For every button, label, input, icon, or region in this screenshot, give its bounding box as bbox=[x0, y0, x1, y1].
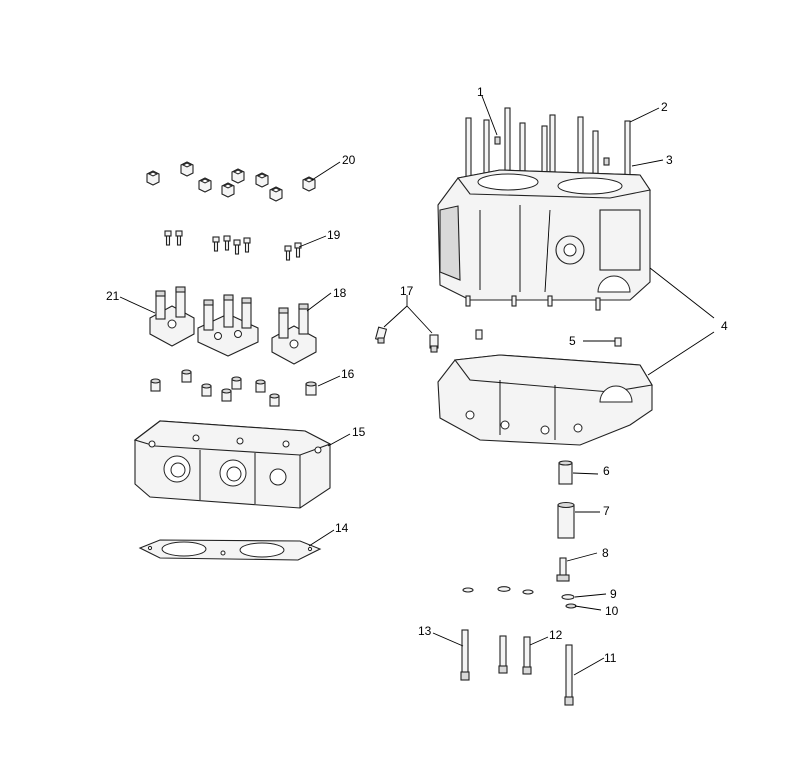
callout-19: 19 bbox=[327, 228, 341, 242]
callout-15: 15 bbox=[352, 425, 366, 439]
callout-21: 21 bbox=[106, 289, 120, 303]
washers-group-9-10 bbox=[462, 586, 577, 609]
tappet bbox=[269, 393, 280, 407]
sleeve-6 bbox=[558, 460, 573, 485]
tappet bbox=[231, 376, 242, 390]
bolt bbox=[284, 245, 292, 261]
bolt-12b bbox=[522, 636, 532, 675]
tappet bbox=[255, 379, 266, 393]
cylinder-head-15 bbox=[133, 420, 332, 509]
bolt-12a bbox=[498, 635, 508, 674]
callout-14: 14 bbox=[335, 521, 349, 535]
small-bolts-group-19 bbox=[164, 230, 302, 261]
callout-1: 1 bbox=[477, 85, 484, 99]
callout-12: 12 bbox=[549, 628, 563, 642]
nut bbox=[231, 168, 245, 184]
callout-8: 8 bbox=[602, 546, 609, 560]
dowels-group-5 bbox=[475, 329, 622, 347]
tappet bbox=[181, 369, 192, 383]
bolt bbox=[243, 237, 251, 253]
bolt bbox=[175, 230, 183, 246]
callout-5: 5 bbox=[569, 334, 576, 348]
callout-4: 4 bbox=[721, 319, 728, 333]
callout-9: 9 bbox=[610, 587, 617, 601]
long-bolts-group-11-12-13 bbox=[460, 629, 574, 706]
callout-17: 17 bbox=[400, 284, 414, 298]
callout-6: 6 bbox=[603, 464, 610, 478]
sensor bbox=[374, 326, 388, 344]
tappet bbox=[221, 388, 232, 402]
cam-carrier-right bbox=[271, 303, 317, 365]
cam-carriers-group-18-21 bbox=[149, 286, 317, 365]
callout-13: 13 bbox=[418, 624, 432, 638]
nut bbox=[180, 161, 194, 177]
nut bbox=[146, 170, 160, 186]
nut bbox=[255, 172, 269, 188]
nut bbox=[302, 176, 316, 192]
studs-group-1-2-3 bbox=[465, 107, 631, 199]
callout-16: 16 bbox=[341, 367, 355, 381]
callout-20: 20 bbox=[342, 153, 356, 167]
bolt-8 bbox=[556, 557, 570, 582]
bolt-11 bbox=[564, 644, 574, 706]
bolt bbox=[233, 239, 241, 255]
tappet bbox=[201, 383, 212, 397]
callout-10: 10 bbox=[605, 604, 619, 618]
cam-carrier-middle bbox=[197, 294, 259, 357]
sensor bbox=[429, 334, 439, 353]
bolt bbox=[212, 236, 220, 252]
cam-carrier-left bbox=[149, 286, 195, 347]
lower-crankcase-4 bbox=[437, 354, 653, 446]
callout-18: 18 bbox=[333, 286, 347, 300]
callout-11: 11 bbox=[604, 651, 617, 665]
bolt bbox=[294, 242, 302, 258]
head-gasket-14 bbox=[138, 539, 322, 561]
tappet bbox=[305, 381, 317, 396]
callout-7: 7 bbox=[603, 504, 610, 518]
leader-lines bbox=[119, 95, 715, 676]
bolt bbox=[164, 230, 172, 246]
sleeve-7 bbox=[557, 501, 575, 539]
sensors-group-17 bbox=[374, 326, 439, 353]
nuts-group-20 bbox=[146, 161, 316, 202]
nut bbox=[221, 182, 235, 198]
callout-labels: 1 2 3 4 5 6 7 8 9 10 11 12 13 14 15 16 1… bbox=[106, 85, 728, 665]
bolt bbox=[223, 235, 231, 251]
callout-2: 2 bbox=[661, 100, 668, 114]
tappet bbox=[150, 378, 161, 392]
upper-crankcase-4 bbox=[437, 169, 651, 311]
callout-3: 3 bbox=[666, 153, 673, 167]
nut bbox=[269, 186, 283, 202]
bolt-13 bbox=[460, 629, 470, 681]
tappets-group-16 bbox=[150, 369, 317, 407]
nut bbox=[198, 177, 212, 193]
